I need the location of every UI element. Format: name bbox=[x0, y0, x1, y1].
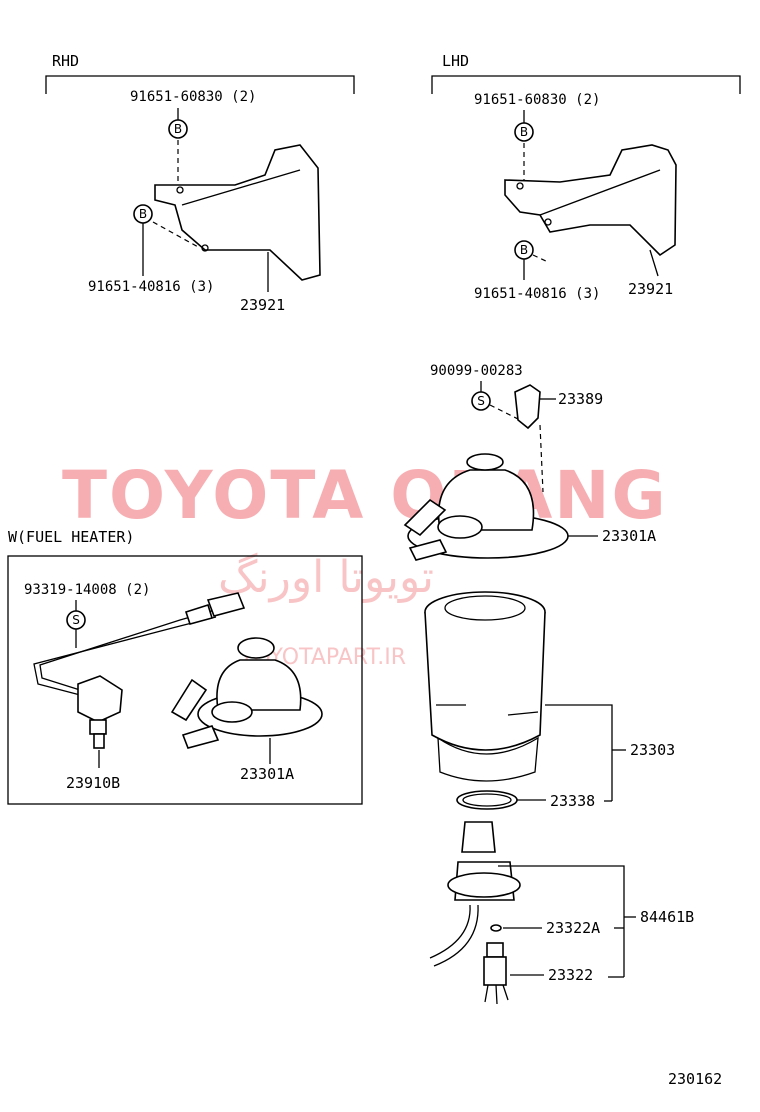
lhd-bracket-line bbox=[431, 75, 741, 94]
housing-pn: 23301A bbox=[602, 527, 656, 545]
housing-inlet-icon bbox=[403, 498, 447, 537]
rhd-bolt-bottom-mark: B bbox=[139, 207, 147, 221]
lhd-header: LHD bbox=[442, 52, 469, 70]
housing-cap-icon bbox=[466, 453, 504, 471]
lhd-bracket-edge bbox=[539, 169, 661, 216]
heater-housing-cap-icon bbox=[237, 637, 275, 659]
oring-pn: 23338 bbox=[550, 792, 595, 810]
lhd-bolt-top-pn: 91651-60830 (2) bbox=[474, 92, 600, 108]
housing-port-icon bbox=[437, 515, 483, 539]
screw-mark: S bbox=[477, 394, 485, 408]
lhd-bolt-bottom-dash bbox=[532, 254, 549, 263]
heater-switch-stem-icon bbox=[89, 719, 107, 735]
sensor-oring-pn: 23322A bbox=[546, 919, 600, 937]
heater-switch-tip-icon bbox=[93, 733, 105, 749]
drain-flange-icon bbox=[447, 872, 521, 898]
lhd-bolt-top-mark: B bbox=[520, 125, 528, 139]
rhd-bolt-top-mark: B bbox=[174, 122, 182, 136]
watermark: TOYOTA ORANG تویوتا اورنگ TOYOTAPART.IR bbox=[62, 457, 668, 670]
heater-housing-pn: 23301A bbox=[240, 765, 294, 783]
heater-switch-pn: 23910B bbox=[66, 774, 120, 792]
sensor-top-icon bbox=[486, 942, 504, 958]
element-bottom-ridges bbox=[437, 736, 539, 782]
screw-pn: 90099-00283 bbox=[430, 363, 523, 379]
rhd-bracket-pn: 23921 bbox=[240, 296, 285, 314]
heater-housing-port-icon bbox=[211, 701, 253, 723]
rhd-bracket-hole bbox=[201, 244, 209, 252]
rhd-bracket-icon bbox=[154, 144, 321, 281]
filter-assembly: 90099-00283 S 23389 23301A 23303 23 bbox=[403, 363, 694, 1005]
rhd-bolt-top-pn: 91651-60830 (2) bbox=[130, 89, 256, 105]
clip-icon bbox=[514, 384, 541, 430]
clip-pn: 23389 bbox=[558, 390, 603, 408]
heater-housing-inlet-icon bbox=[170, 678, 208, 722]
rhd-bolt-top-icon bbox=[168, 119, 188, 139]
watermark-persian: تویوتا اورنگ bbox=[218, 552, 434, 603]
element-leader bbox=[545, 704, 613, 801]
watermark-brand: TOYOTA ORANG bbox=[62, 457, 668, 534]
screw-icon bbox=[471, 391, 491, 411]
element-body-icon bbox=[424, 611, 546, 751]
fuel-heater-section: W(FUEL HEATER) 93319-14008 (2) S 23910B … bbox=[7, 528, 363, 805]
rhd-section: RHD 91651-60830 (2) B B 91651-40816 (3) … bbox=[45, 52, 355, 314]
drain-wire bbox=[433, 904, 479, 967]
sensor-pn: 23322 bbox=[548, 966, 593, 984]
sensor-oring-icon bbox=[490, 924, 502, 932]
heater-screw-pn: 93319-14008 (2) bbox=[24, 582, 150, 598]
lhd-bolt-bottom-pn: 91651-40816 (3) bbox=[474, 286, 600, 302]
screw-dash bbox=[489, 404, 521, 421]
fuel-heater-header: W(FUEL HEATER) bbox=[8, 528, 134, 546]
drain-wire bbox=[429, 904, 471, 959]
figure-id: 230162 bbox=[668, 1070, 722, 1088]
lhd-bracket-hole bbox=[516, 182, 524, 190]
housing-foot-icon bbox=[408, 539, 448, 561]
heater-connector-icon bbox=[206, 592, 246, 617]
sensor-wires bbox=[484, 984, 509, 1005]
fuel-heater-frame bbox=[7, 555, 363, 805]
rhd-header: RHD bbox=[52, 52, 79, 70]
lhd-section: LHD 91651-60830 (2) B B 91651-40816 (3) … bbox=[431, 52, 741, 302]
drain-leader bbox=[498, 865, 625, 977]
lhd-bolt-bottom-mark: B bbox=[520, 243, 528, 257]
heater-housing-foot-icon bbox=[181, 725, 220, 749]
element-pn: 23303 bbox=[630, 741, 675, 759]
lhd-bracket-hole bbox=[544, 218, 552, 226]
rhd-bracket-edge bbox=[181, 169, 301, 206]
heater-switch-icon bbox=[77, 675, 123, 723]
element-top-ring bbox=[444, 595, 526, 621]
lhd-bolt-top-icon bbox=[514, 122, 534, 142]
rhd-bolt-bottom-pn: 91651-40816 (3) bbox=[88, 279, 214, 295]
lhd-bracket-leader bbox=[649, 249, 659, 277]
heater-connector-icon bbox=[184, 603, 214, 625]
rhd-bracket-line bbox=[45, 75, 355, 94]
oring-inner bbox=[462, 793, 512, 807]
clip-dash bbox=[539, 424, 544, 493]
lhd-bracket-pn: 23921 bbox=[628, 280, 673, 298]
lhd-bracket-icon bbox=[504, 144, 677, 257]
element-mark bbox=[507, 711, 539, 716]
heater-housing-dome-icon bbox=[216, 659, 302, 711]
rhd-bracket-hole bbox=[176, 186, 184, 194]
drain-plug-icon bbox=[461, 821, 496, 853]
drain-assy-pn: 84461B bbox=[640, 908, 694, 926]
sensor-body-icon bbox=[483, 956, 507, 986]
heater-screw-mark: S bbox=[72, 613, 80, 627]
